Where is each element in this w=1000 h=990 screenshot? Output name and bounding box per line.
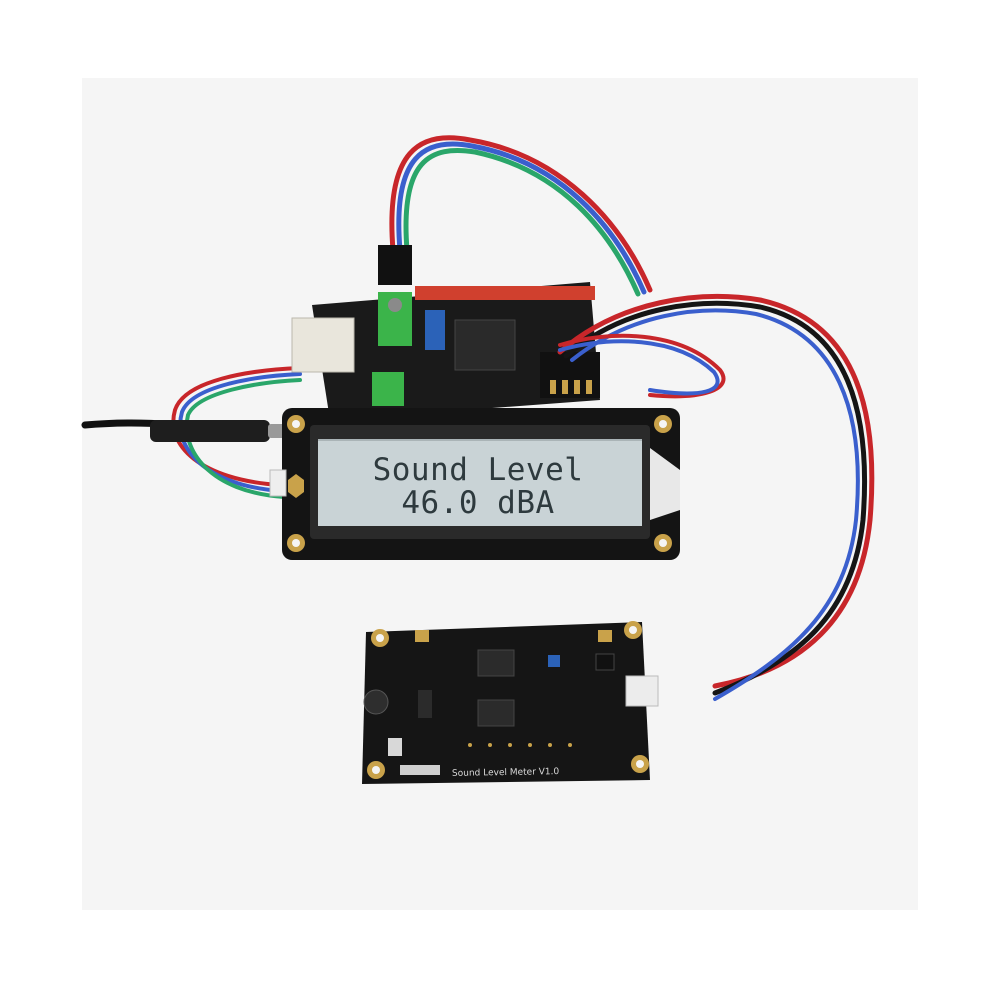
top-cable xyxy=(389,135,653,297)
microphone xyxy=(363,689,389,715)
header-connector xyxy=(378,245,412,285)
lcd-line-1: Sound Level xyxy=(372,452,584,488)
usb-port xyxy=(291,317,355,373)
controller-board xyxy=(291,245,600,420)
right-cable xyxy=(557,294,875,701)
terminal-block xyxy=(372,372,404,406)
lcd-line-2: 46.0 dBA xyxy=(401,485,555,521)
header-pins xyxy=(415,286,595,300)
sound-level-meter-board xyxy=(362,621,659,784)
board-silkscreen-label: Sound Level Meter V1.0 xyxy=(451,767,560,779)
cable-connector xyxy=(625,675,659,707)
lcd-module xyxy=(269,408,680,560)
lcd-screen xyxy=(318,440,642,526)
